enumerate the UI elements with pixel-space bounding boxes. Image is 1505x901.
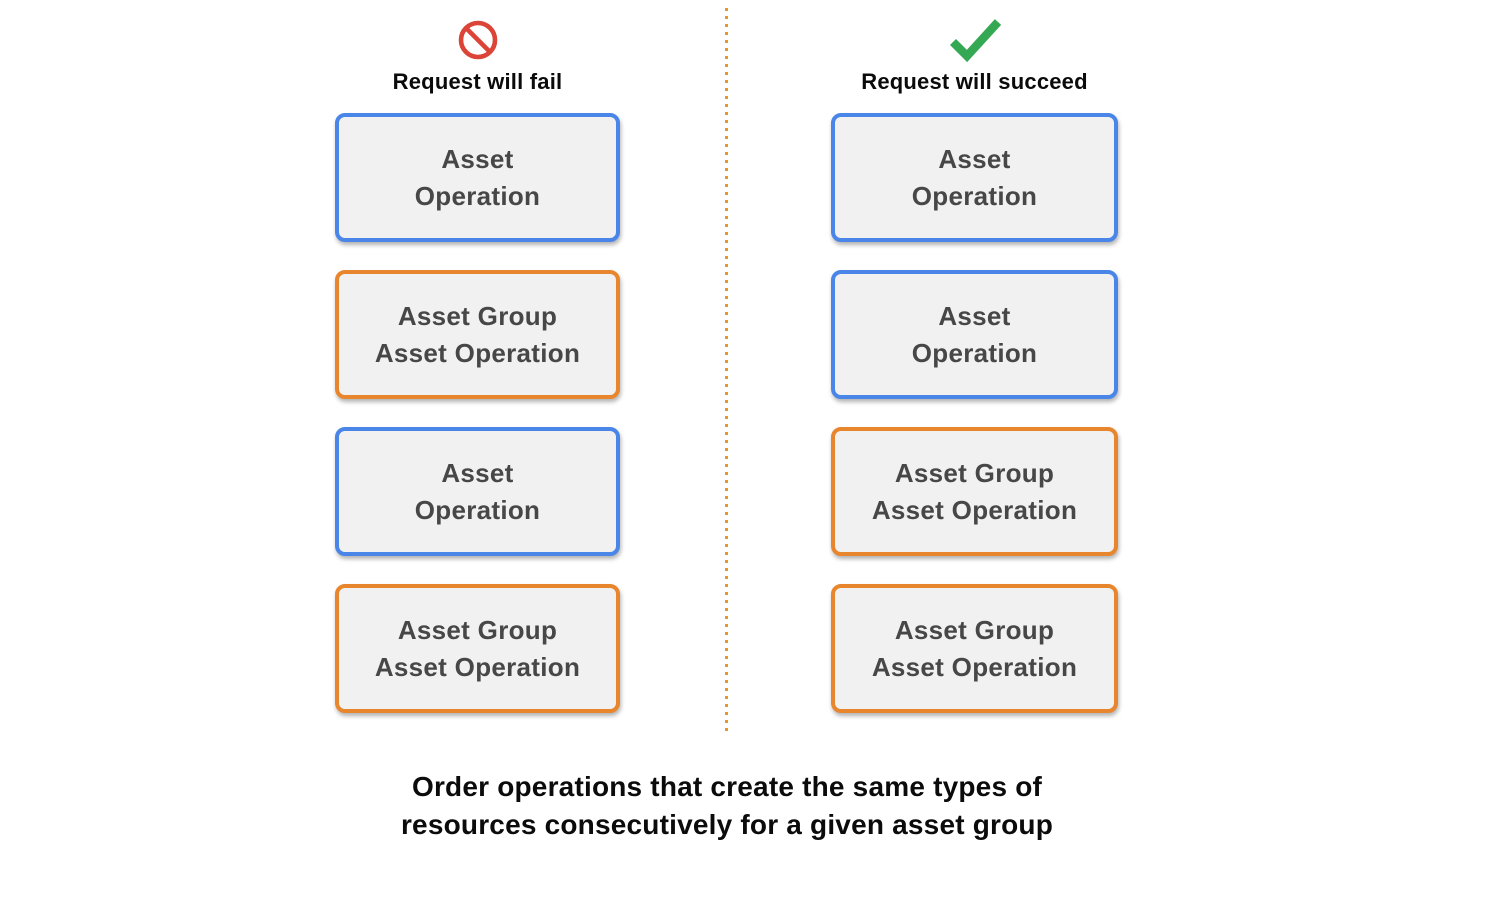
operation-box: Asset Operation — [831, 113, 1118, 242]
fail-column: Request will fail Asset Operation Asset … — [335, 16, 620, 713]
prohibition-icon — [457, 16, 499, 64]
operation-box-label: Asset Group Asset Operation — [871, 457, 1078, 525]
fail-box-list: Asset Operation Asset Group Asset Operat… — [335, 113, 620, 713]
operation-box: Asset Group Asset Operation — [831, 427, 1118, 556]
column-divider — [725, 8, 728, 736]
operation-box: Asset Group Asset Operation — [831, 584, 1118, 713]
succeed-box-list: Asset Operation Asset Operation Asset Gr… — [831, 113, 1118, 713]
operation-box: Asset Operation — [335, 427, 620, 556]
operation-box: Asset Group Asset Operation — [335, 584, 620, 713]
operation-box-label: Asset Group Asset Operation — [871, 614, 1078, 682]
operation-box: Asset Operation — [831, 270, 1118, 399]
operation-box: Asset Group Asset Operation — [335, 270, 620, 399]
operation-box-label: Asset Operation — [911, 143, 1038, 211]
operation-box-label: Asset Operation — [414, 457, 541, 525]
operation-box-label: Asset Group Asset Operation — [374, 614, 581, 682]
operation-box-label: Asset Operation — [414, 143, 541, 211]
operation-box-label: Asset Group Asset Operation — [374, 300, 581, 368]
succeed-column-title: Request will succeed — [861, 69, 1088, 94]
fail-column-title: Request will fail — [392, 69, 563, 94]
caption: Order operations that create the same ty… — [400, 771, 1054, 840]
succeed-column: Request will succeed Asset Operation Ass… — [831, 16, 1118, 713]
operation-box-label: Asset Operation — [911, 300, 1038, 368]
operation-box: Asset Operation — [335, 113, 620, 242]
checkmark-icon — [946, 16, 1004, 64]
